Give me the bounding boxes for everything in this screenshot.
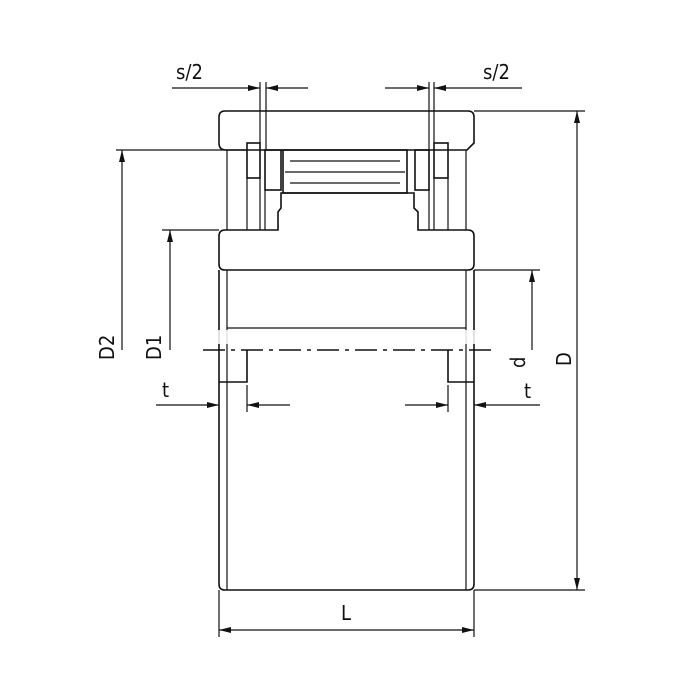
label-L: L — [341, 601, 351, 625]
s2-dimension-left — [172, 82, 308, 150]
bearing-body — [212, 270, 482, 591]
label-d: d — [506, 357, 530, 368]
L-dimension — [218, 590, 475, 637]
t-dimension-left — [156, 385, 290, 412]
D-dimension — [474, 110, 585, 591]
label-D1: D1 — [142, 335, 166, 360]
D2-dimension — [116, 149, 247, 350]
s2-dimension-right — [385, 82, 522, 150]
label-D: D — [552, 352, 576, 366]
label-t-left: t — [162, 378, 169, 402]
d-dimension — [474, 269, 540, 350]
t-dimension-right — [405, 385, 540, 412]
inner-ring — [218, 192, 475, 271]
label-s2-left: s/2 — [176, 60, 203, 84]
cage-rings — [226, 142, 467, 230]
needle-roller — [282, 149, 408, 194]
outer-ring — [218, 110, 475, 151]
D1-dimension — [162, 229, 219, 350]
label-t-right: t — [524, 379, 531, 403]
label-D2: D2 — [95, 335, 119, 360]
label-s2-right: s/2 — [483, 60, 510, 84]
